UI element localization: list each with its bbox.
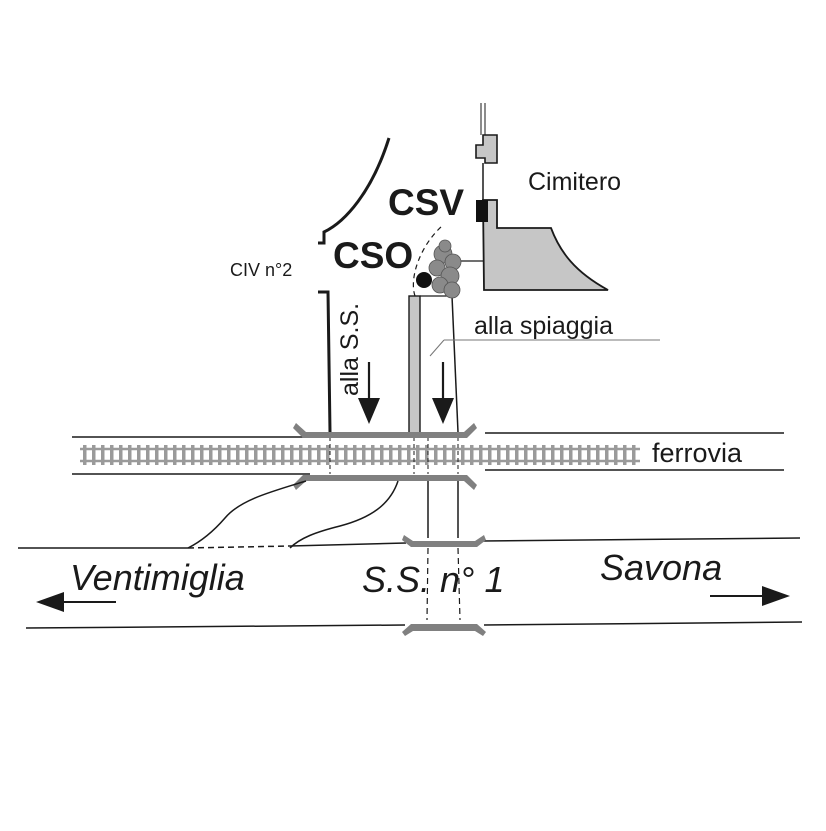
civ-label: CIV n°2 — [230, 260, 292, 280]
railway — [72, 432, 784, 475]
south-paths — [187, 480, 459, 549]
csv-marker — [476, 200, 488, 222]
bridge-ss-bottom — [402, 624, 486, 636]
cso-point — [416, 272, 432, 288]
arrow-down-icon — [358, 362, 380, 424]
beach-path — [408, 295, 421, 437]
arrow-right-icon — [710, 586, 790, 606]
vegetation-icon — [428, 239, 462, 299]
underpass-lines — [329, 437, 459, 474]
cemetery — [458, 103, 609, 291]
arrow-left-icon — [36, 592, 116, 612]
road-edges — [318, 137, 443, 433]
arrow-down-icon — [432, 362, 454, 424]
ventimiglia-label: Ventimiglia — [70, 557, 245, 598]
cimitero-label: Cimitero — [528, 168, 621, 196]
state-road — [18, 537, 803, 629]
bridge-ss-top — [402, 535, 486, 547]
bridge-bottom — [293, 475, 477, 490]
ss1-label: S.S. n° 1 — [362, 559, 504, 600]
bridge-top — [293, 423, 477, 438]
alla-ss-label: alla S.S. — [336, 303, 364, 396]
alla-spiaggia-label: alla spiaggia — [474, 312, 613, 340]
ferrovia-label: ferrovia — [652, 438, 743, 468]
savona-label: Savona — [600, 547, 722, 588]
csv-label: CSV — [388, 182, 464, 223]
cso-label: CSO — [333, 235, 413, 276]
